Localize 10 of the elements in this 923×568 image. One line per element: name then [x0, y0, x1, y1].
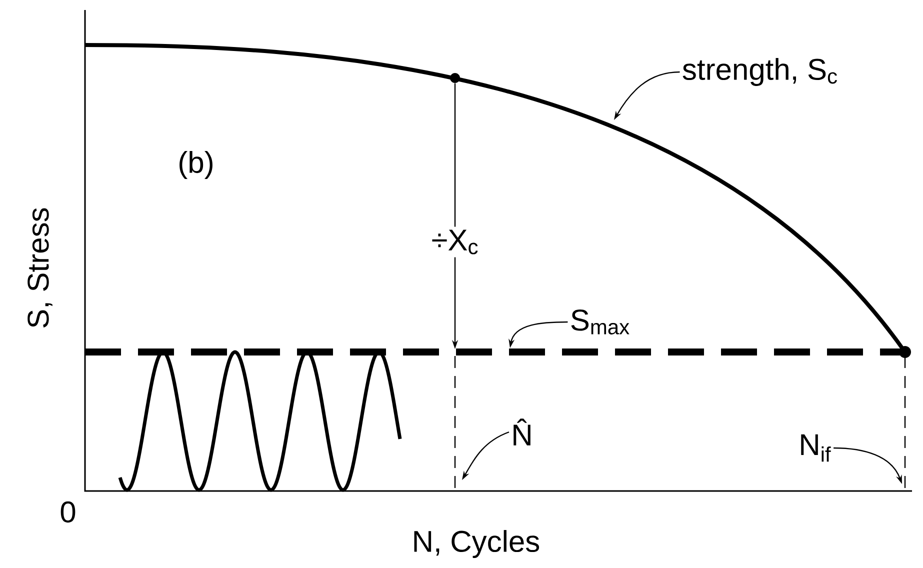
panel-label: (b): [180, 151, 212, 179]
axis-point-label: N̂: [514, 418, 530, 446]
dot: [450, 73, 460, 83]
curve-label: strength, S$_{c}$: [682, 58, 837, 86]
edge-label: ÷X$_{c}$: [432, 230, 478, 254]
axis-point-label: N$_{if}$: [801, 434, 831, 462]
axis-label: S, Stress: [28, 208, 52, 328]
line-label: S$_{max}$: [571, 310, 630, 334]
axis-label: N, Cycles: [414, 530, 540, 558]
axis-label: 0: [60, 501, 76, 523]
